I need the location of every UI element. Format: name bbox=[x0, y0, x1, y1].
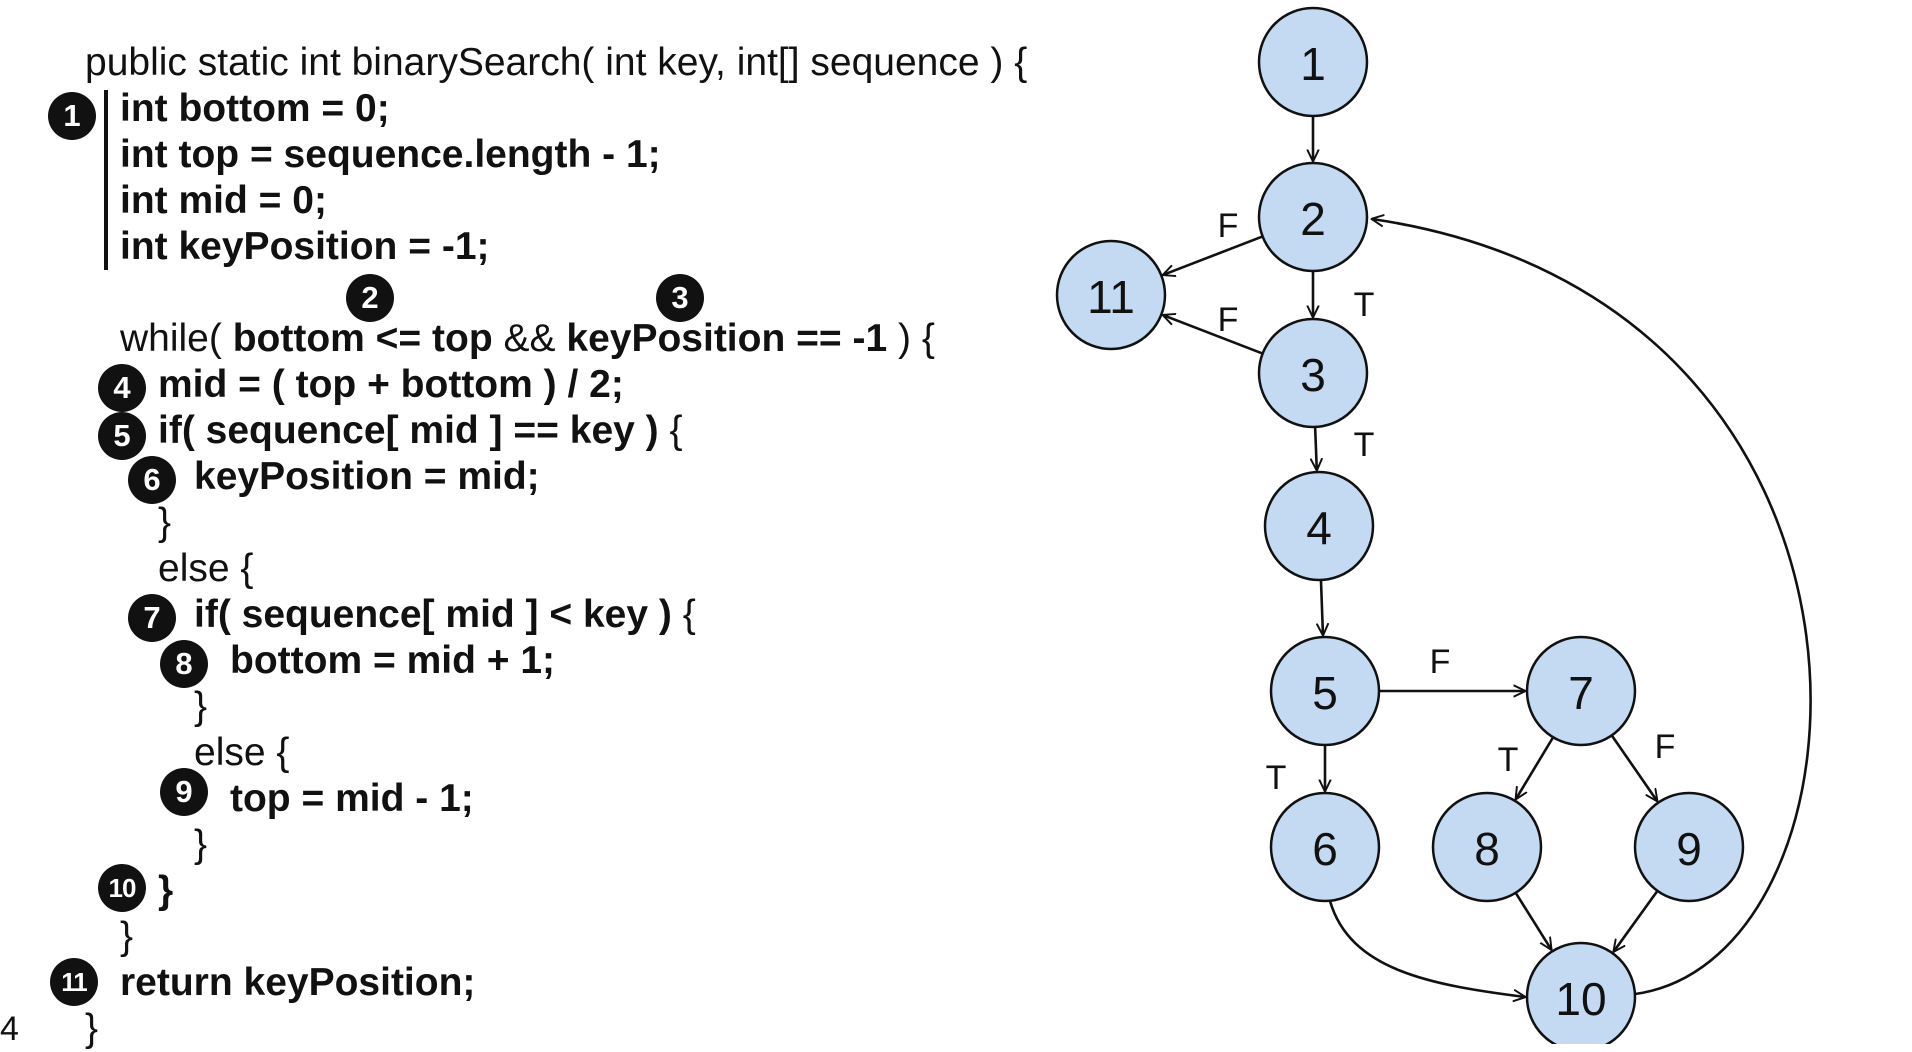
edge-3-4 bbox=[1315, 426, 1317, 470]
node-circle bbox=[1633, 791, 1745, 903]
edge-3-11 bbox=[1163, 315, 1264, 355]
return-statement: return keyPosition; bbox=[120, 961, 476, 1004]
decl-mid: int mid = 0; bbox=[120, 179, 327, 222]
graph-node-5: 5 bbox=[1269, 635, 1381, 747]
else-clause-inner: else { bbox=[194, 731, 290, 774]
edge-label-7-9: F bbox=[1655, 728, 1676, 766]
edge-7-8 bbox=[1516, 736, 1555, 799]
marker-2: 2 bbox=[346, 274, 394, 322]
node-circle bbox=[1257, 6, 1369, 118]
source-code-panel: public static int binarySearch( int key,… bbox=[0, 41, 1028, 1050]
method-signature: public static int binarySearch( int key,… bbox=[85, 41, 1028, 84]
if-close-brace: } bbox=[158, 501, 172, 544]
node-circle bbox=[1269, 635, 1381, 747]
marker-11: 11 bbox=[50, 958, 98, 1006]
node-label: 6 bbox=[1312, 823, 1338, 875]
marker-8: 8 bbox=[160, 640, 208, 688]
node-circle bbox=[1525, 941, 1637, 1044]
node-label: 10 bbox=[1555, 973, 1606, 1025]
edge-label-3-11: F bbox=[1218, 301, 1239, 339]
node-label: 8 bbox=[1474, 823, 1500, 875]
node-label: 3 bbox=[1300, 349, 1326, 401]
node-label: 1 bbox=[1300, 38, 1326, 90]
graph-node-3: 3 bbox=[1257, 317, 1369, 429]
node-label: 11 bbox=[1087, 271, 1135, 323]
edge-label-2-11: F bbox=[1218, 207, 1239, 245]
edge-8-10 bbox=[1514, 892, 1552, 950]
graph-edges bbox=[1163, 116, 1812, 997]
graph-node-8: 8 bbox=[1431, 791, 1543, 903]
graph-node-2: 2 bbox=[1257, 161, 1369, 273]
mid-assignment: mid = ( top + bottom ) / 2; bbox=[158, 363, 624, 406]
graph-node-11: 11 bbox=[1055, 239, 1167, 351]
decl-key-position: int keyPosition = -1; bbox=[120, 225, 490, 268]
marker-9: 9 bbox=[160, 768, 208, 816]
node-label: 9 bbox=[1676, 823, 1702, 875]
bottom-assignment: bottom = mid + 1; bbox=[230, 639, 556, 682]
graph-node-10: 10 bbox=[1525, 941, 1637, 1044]
decl-top: int top = sequence.length - 1; bbox=[120, 133, 661, 176]
marker-4: 4 bbox=[98, 364, 146, 412]
marker-7: 7 bbox=[128, 594, 176, 642]
edge-6-10 bbox=[1328, 900, 1525, 997]
statement-group-bracket bbox=[104, 90, 108, 270]
if-equal-statement: if( sequence[ mid ] == key ) { bbox=[158, 409, 683, 452]
edge-label-5-6: T bbox=[1266, 759, 1287, 797]
inner-if-close-brace: } bbox=[194, 685, 208, 728]
marker-10: 10 bbox=[98, 864, 146, 912]
node-label: 7 bbox=[1568, 667, 1594, 719]
graph-edge-labels: T F T F T F T F bbox=[1218, 207, 1676, 797]
decl-bottom: int bottom = 0; bbox=[120, 87, 390, 130]
graph-node-6: 6 bbox=[1269, 791, 1381, 903]
else-close-brace: } bbox=[120, 915, 134, 958]
edge-2-11 bbox=[1163, 235, 1264, 274]
graph-node-7: 7 bbox=[1525, 635, 1637, 747]
marker-6: 6 bbox=[128, 456, 176, 504]
edge-9-10 bbox=[1614, 890, 1659, 952]
node-circle bbox=[1431, 791, 1543, 903]
edge-label-5-7: F bbox=[1430, 643, 1451, 681]
edge-label-7-8: T bbox=[1498, 741, 1519, 779]
node-circle bbox=[1525, 635, 1637, 747]
edge-4-5 bbox=[1321, 579, 1323, 635]
key-position-assignment: keyPosition = mid; bbox=[194, 455, 540, 498]
node-circle bbox=[1269, 791, 1381, 903]
node-circle bbox=[1263, 470, 1375, 582]
node-circle bbox=[1257, 161, 1369, 273]
node-label: 4 bbox=[1306, 502, 1332, 554]
marker-5: 5 bbox=[98, 412, 146, 460]
if-less-statement: if( sequence[ mid ] < key ) { bbox=[194, 593, 696, 636]
node-circle bbox=[1257, 317, 1369, 429]
marker-1: 1 bbox=[48, 92, 96, 140]
else-clause-outer: else { bbox=[158, 547, 254, 590]
graph-node-1: 1 bbox=[1257, 6, 1369, 118]
node-label: 2 bbox=[1300, 193, 1326, 245]
top-assignment: top = mid - 1; bbox=[230, 777, 474, 820]
left-edge-fragment: 4 bbox=[0, 1010, 19, 1048]
node-circle bbox=[1055, 239, 1167, 351]
graph-nodes: 1 2 3 4 5 6 7 8 9 10 11 bbox=[1055, 6, 1745, 1044]
inner-else-close-brace: } bbox=[194, 823, 208, 866]
edge-label-3-4: T bbox=[1354, 426, 1375, 464]
while-statement: while( bottom <= top && keyPosition == -… bbox=[120, 317, 935, 360]
edge-label-2-3: T bbox=[1354, 286, 1375, 324]
method-close-brace: } bbox=[85, 1007, 99, 1050]
edge-7-9 bbox=[1610, 734, 1657, 801]
node-label: 5 bbox=[1312, 667, 1338, 719]
graph-node-9: 9 bbox=[1633, 791, 1745, 903]
marker-3: 3 bbox=[656, 274, 704, 322]
edge-10-2 bbox=[1372, 219, 1812, 996]
graph-node-4: 4 bbox=[1263, 470, 1375, 582]
while-close-brace: } bbox=[158, 869, 174, 912]
